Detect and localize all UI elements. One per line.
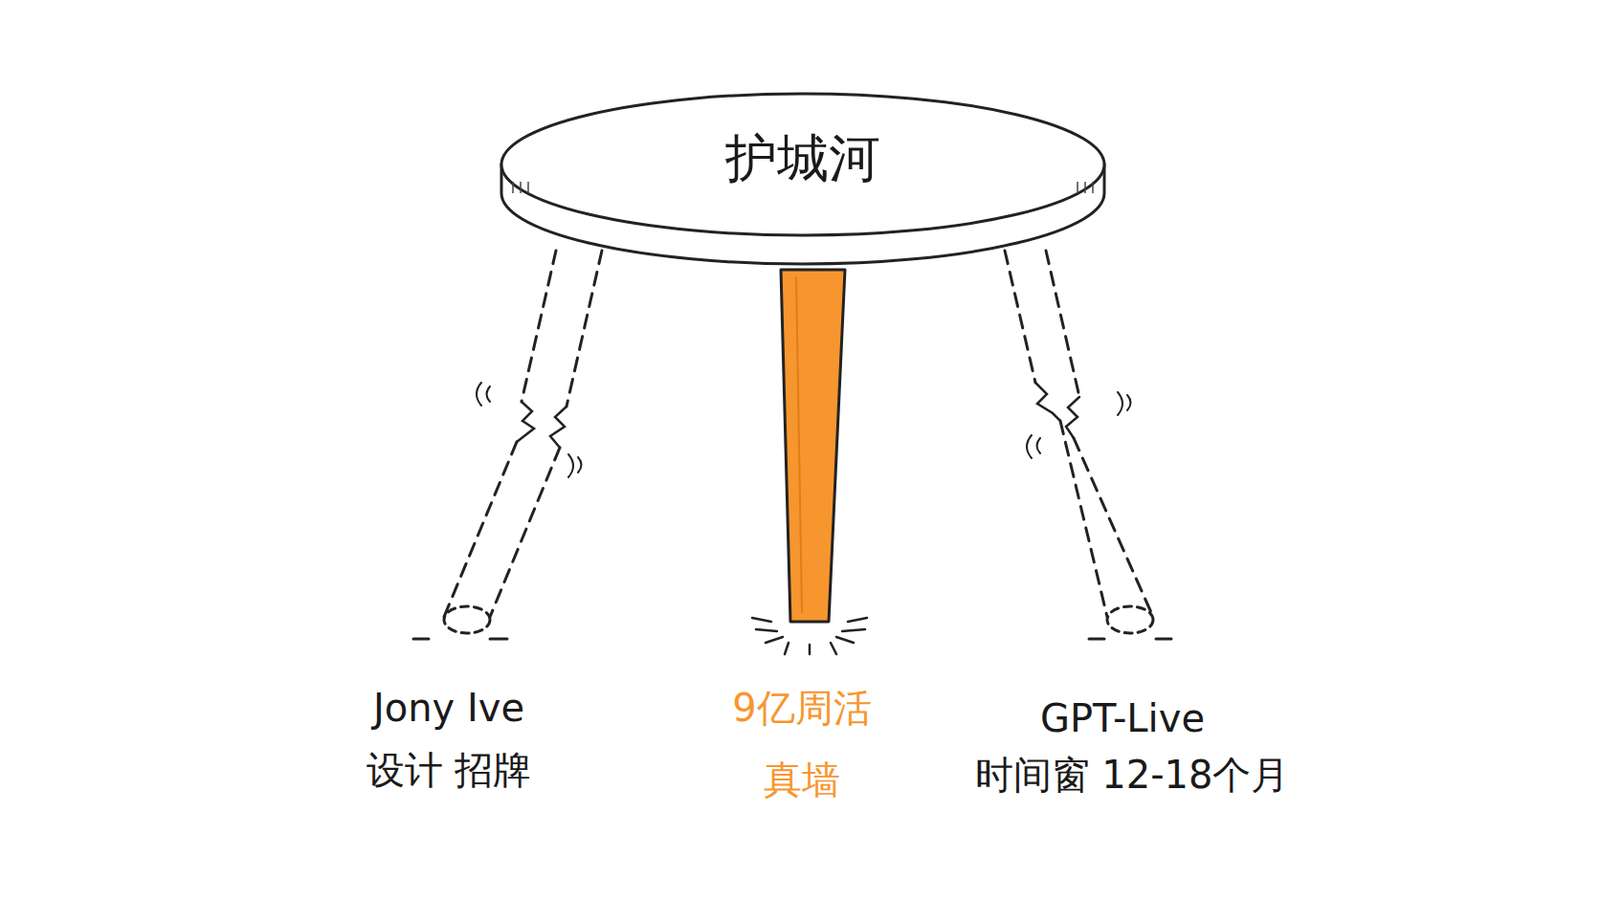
leg-note: 设计 招牌: [366, 751, 533, 790]
stool-seat: 护城河: [499, 88, 1107, 280]
seat-grain: [527, 181, 530, 194]
leg-name: Jony Ive: [373, 688, 525, 728]
seat-grain: [1076, 181, 1079, 194]
seat-grain: [519, 181, 522, 194]
solid-leg-middle: [752, 269, 867, 655]
seat-grain: [511, 181, 514, 194]
broken-leg-left: [413, 250, 602, 640]
leg-note: 真墙: [763, 760, 841, 800]
leg-name: 9亿周活: [732, 688, 871, 728]
seat-label: 护城河: [499, 130, 1107, 187]
seat-grain: [1084, 181, 1087, 194]
broken-leg-right: [1004, 250, 1172, 640]
seat-grain: [1091, 181, 1094, 194]
leg-note: 时间窗 12-18个月: [975, 755, 1290, 795]
leg-name: GPT-Live: [1040, 699, 1205, 738]
